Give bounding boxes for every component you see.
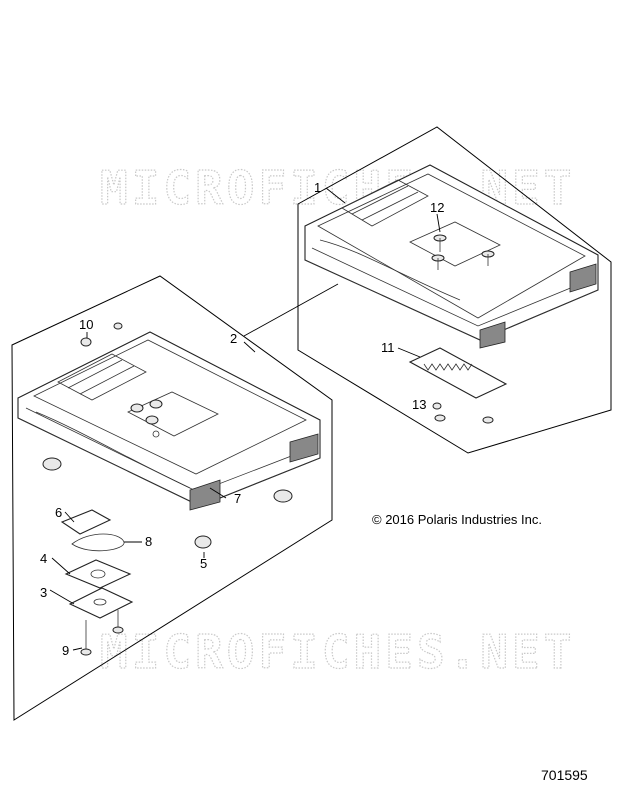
nut-10 bbox=[80, 337, 92, 347]
callout-5: 5 bbox=[200, 556, 207, 571]
assembly-box-2 bbox=[11, 275, 333, 721]
callout-9: 9 bbox=[62, 643, 69, 658]
callout-13: 13 bbox=[412, 397, 426, 412]
nut-13 bbox=[432, 402, 442, 410]
callout-10: 10 bbox=[79, 317, 93, 332]
callout-6: 6 bbox=[55, 505, 62, 520]
grommet-left bbox=[42, 457, 62, 471]
seat-base-lower bbox=[17, 331, 321, 511]
callout-11: 11 bbox=[381, 340, 395, 355]
callout-3: 3 bbox=[40, 585, 47, 600]
grommet-right bbox=[273, 489, 293, 503]
watermark-bottom: MICROFICHES.NET bbox=[100, 625, 575, 679]
plate-3 bbox=[68, 587, 134, 619]
assembly-box-1 bbox=[297, 126, 612, 454]
bolt-set-12 bbox=[431, 234, 495, 270]
copyright-notice: © 2016 Polaris Industries Inc. bbox=[372, 512, 542, 527]
callout-8: 8 bbox=[145, 534, 152, 549]
callout-7: 7 bbox=[234, 491, 241, 506]
nut-10b bbox=[113, 322, 123, 330]
gasket-4 bbox=[64, 559, 132, 589]
seat-base-upper bbox=[304, 164, 599, 349]
document-number: 701595 bbox=[541, 767, 588, 783]
adjuster-plate-11 bbox=[408, 347, 508, 399]
callout-4: 4 bbox=[40, 551, 47, 566]
grommet-5 bbox=[194, 535, 212, 549]
nut-upper-right bbox=[482, 416, 494, 424]
bolts-9 bbox=[80, 610, 124, 656]
latch-6 bbox=[60, 509, 112, 535]
cable-8 bbox=[71, 533, 125, 552]
callout-2: 2 bbox=[230, 331, 237, 346]
callout-12: 12 bbox=[430, 200, 444, 215]
nut-upper-left bbox=[434, 414, 446, 422]
callout-1: 1 bbox=[314, 180, 321, 195]
